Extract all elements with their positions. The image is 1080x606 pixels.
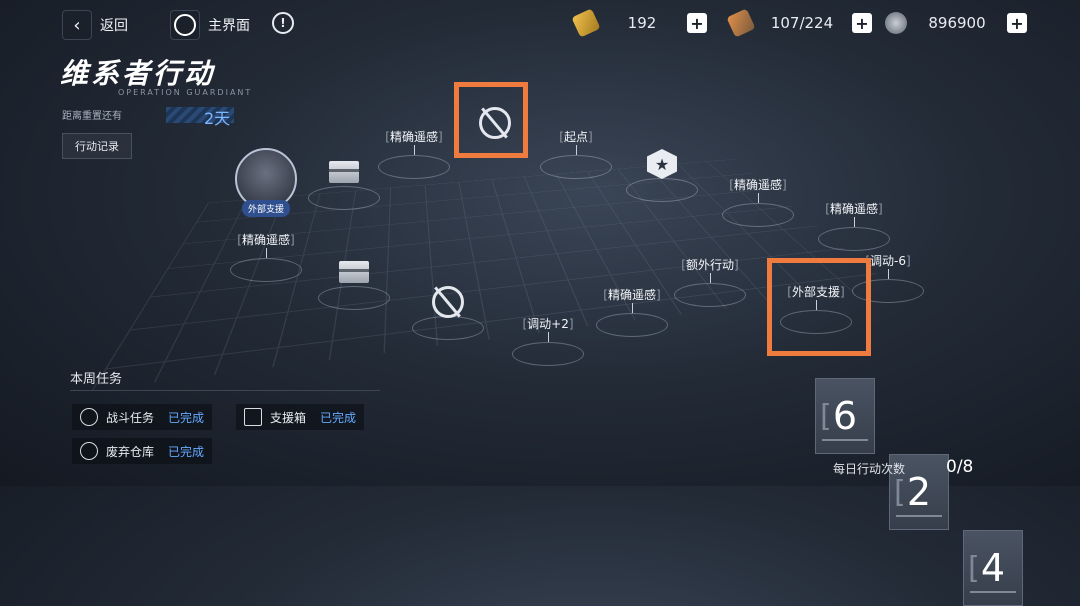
- coin-icon: [885, 12, 907, 34]
- back-label: 返回: [100, 18, 128, 34]
- resource-coin: 896900 +: [885, 12, 1027, 34]
- crate-icon: [329, 161, 359, 183]
- reset-label: 距离重置还有: [62, 111, 122, 122]
- battle-icon: [479, 107, 511, 139]
- page-title: 维系者行动: [60, 57, 216, 90]
- daily-actions-label: 每日行动次数: [833, 462, 906, 476]
- action-log-button[interactable]: 行动记录: [62, 133, 132, 159]
- digit-card-3: [4: [963, 530, 1023, 606]
- avatar-tag: 外部支援: [241, 200, 290, 217]
- crate-icon: [339, 261, 369, 283]
- add-fuel-button[interactable]: +: [852, 13, 872, 33]
- chevron-left-icon: ‹: [62, 10, 92, 40]
- page-subtitle: OPERATION GUARDIANT: [118, 88, 253, 97]
- node-precise-4[interactable]: [精确遥感]: [230, 231, 302, 282]
- home-label: 主界面: [208, 18, 250, 34]
- info-icon[interactable]: !: [272, 12, 294, 34]
- node-precise-3[interactable]: [精确遥感]: [818, 200, 890, 251]
- star-badge-icon: ★: [647, 149, 677, 179]
- support-node-highlighted[interactable]: [外部支援]: [767, 258, 871, 356]
- add-gold-button[interactable]: +: [687, 13, 707, 33]
- node-start[interactable]: [起点]: [540, 128, 612, 179]
- resource-fuel: 107/224 +: [726, 8, 872, 38]
- hex-node[interactable]: ★: [626, 144, 698, 202]
- task-warehouse[interactable]: 废弃仓库 已完成: [72, 438, 213, 464]
- crate-node-1[interactable]: [308, 152, 380, 210]
- node-precise-2[interactable]: [精确遥感]: [722, 176, 794, 227]
- resource-gold: 192 +: [571, 8, 707, 38]
- home-button[interactable]: 主界面: [170, 10, 250, 40]
- avatar-node[interactable]: 外部支援: [235, 148, 297, 217]
- home-icon: [170, 10, 200, 40]
- battle-icon: [80, 408, 98, 426]
- daily-actions-value: 0/8: [946, 457, 974, 477]
- node-extra-action[interactable]: [额外行动]: [674, 256, 746, 307]
- digit-card-1: [6: [815, 378, 875, 454]
- add-coin-button[interactable]: +: [1007, 13, 1027, 33]
- reset-value: 2天: [204, 109, 231, 128]
- node-precise-1[interactable]: [精确遥感]: [378, 128, 450, 179]
- task-crate[interactable]: 支援箱 已完成: [236, 404, 365, 430]
- battle-node-highlighted[interactable]: [454, 82, 528, 158]
- node-precise-5[interactable]: [精确遥感]: [596, 286, 668, 337]
- crate-icon: [244, 408, 262, 426]
- battle-node-2[interactable]: [412, 282, 484, 340]
- warehouse-icon: [80, 442, 98, 460]
- ticket-icon: [571, 8, 601, 38]
- divider: [70, 390, 380, 391]
- reset-stripe: [166, 107, 234, 123]
- node-adjust-plus[interactable]: [调动+2]: [512, 315, 584, 366]
- task-battle[interactable]: 战斗任务 已完成: [72, 404, 213, 430]
- back-button[interactable]: ‹ 返回: [62, 10, 128, 40]
- weekly-tasks-heading: 本周任务: [70, 372, 123, 387]
- crate-node-2[interactable]: [318, 252, 390, 310]
- battle-icon: [432, 286, 464, 318]
- fuel-icon: [726, 8, 756, 38]
